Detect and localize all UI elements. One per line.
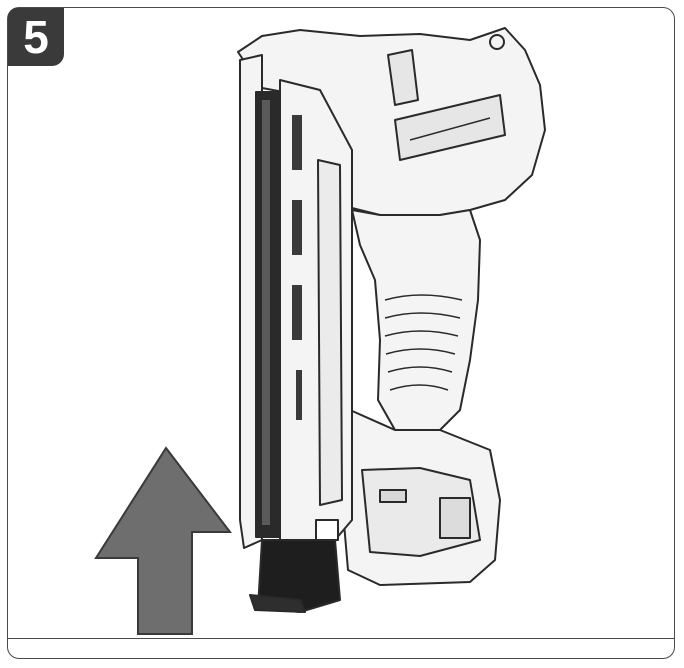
stapler-tool-illustration [237, 27, 546, 613]
up-arrow-icon [94, 446, 233, 635]
bottom-divider [8, 638, 674, 639]
step-badge: 5 [8, 8, 64, 66]
step-number: 5 [23, 11, 49, 63]
